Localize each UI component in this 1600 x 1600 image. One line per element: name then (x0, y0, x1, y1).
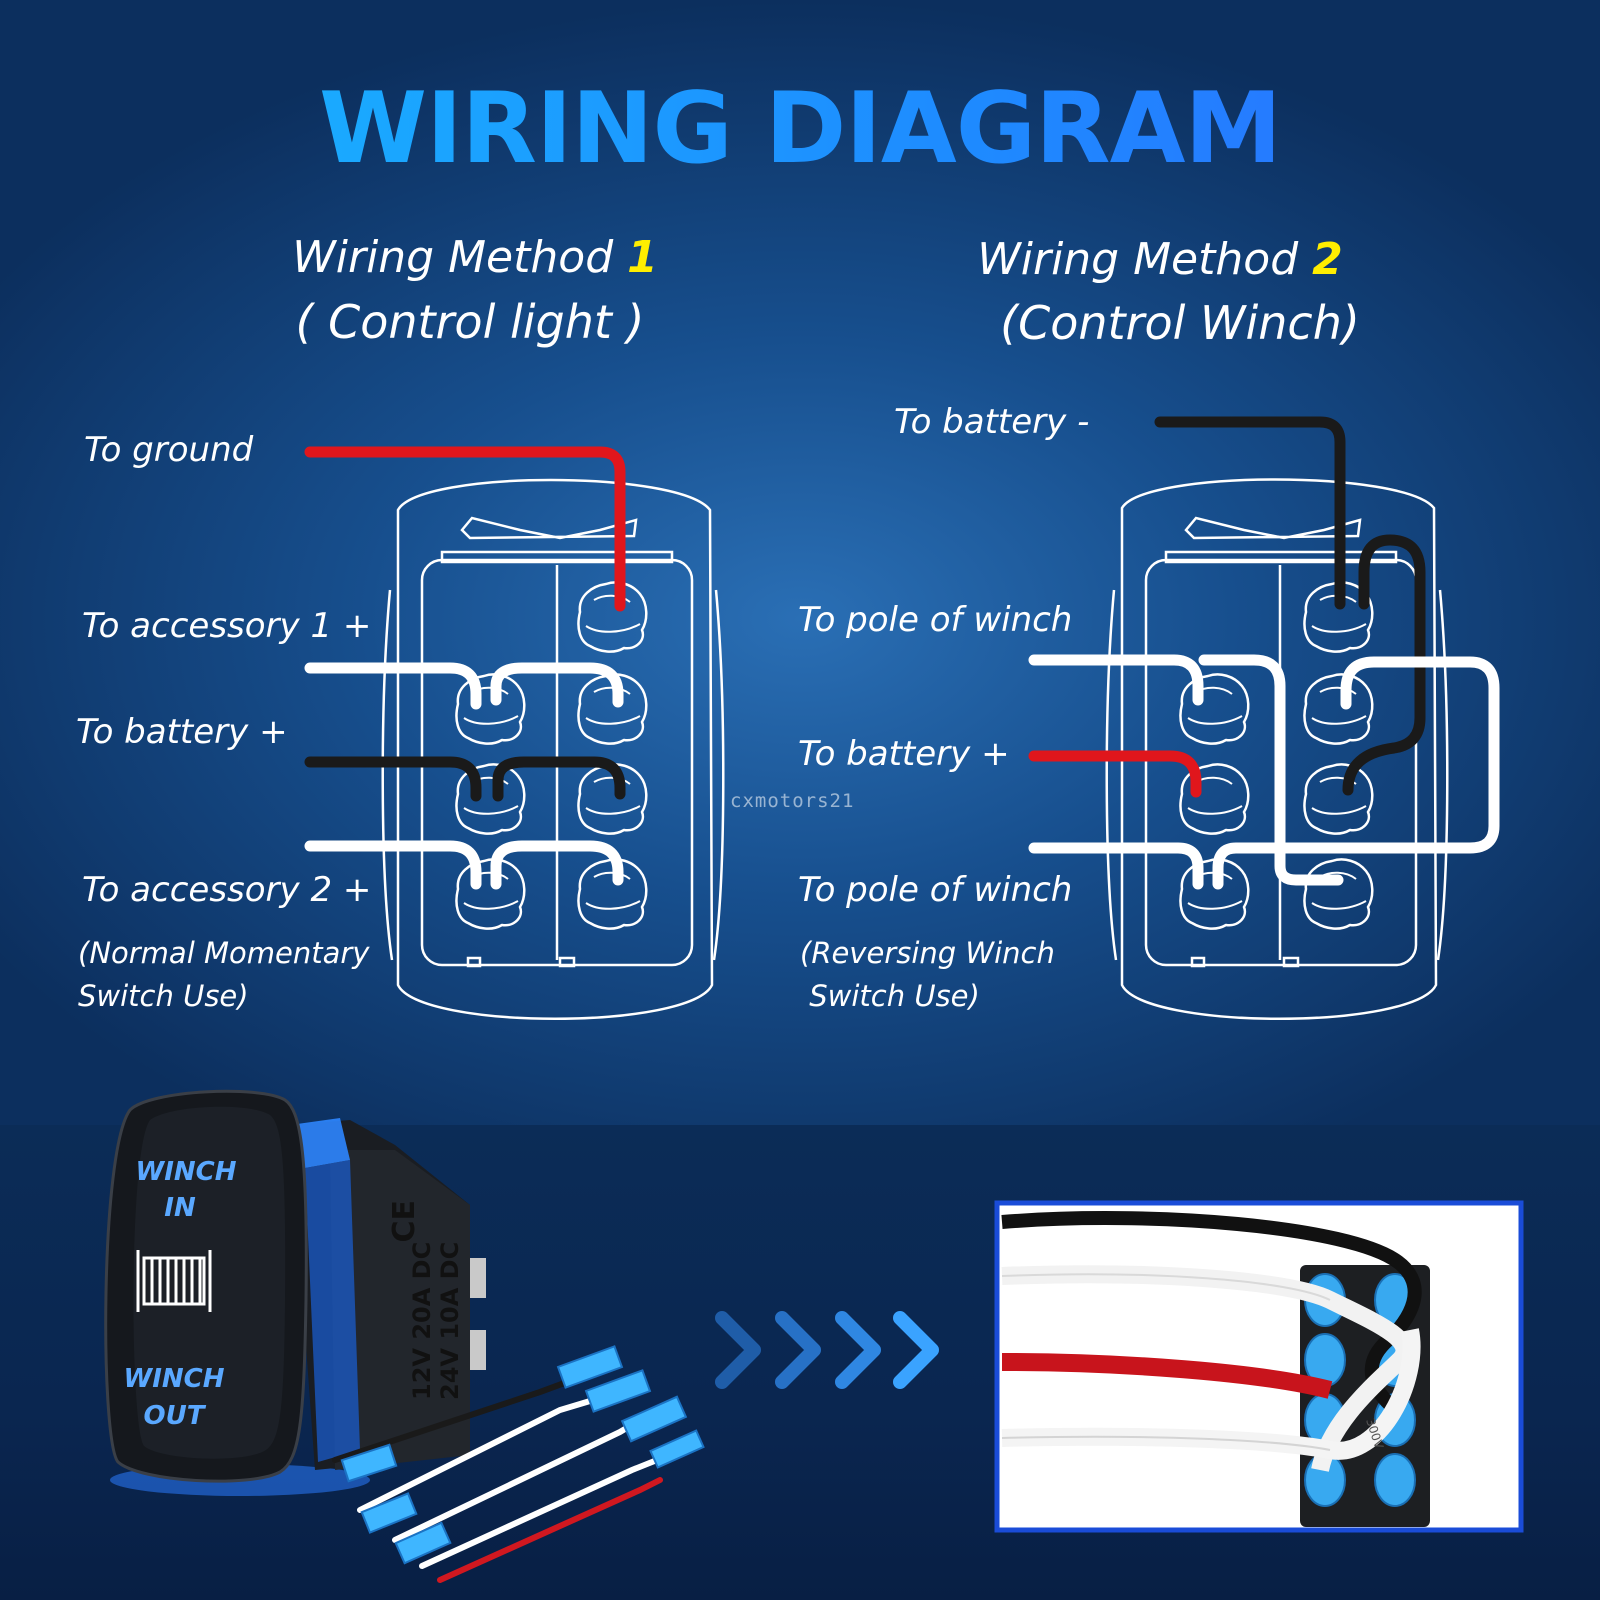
switch1-wire-accessory2 (304, 840, 624, 890)
m2-label-battery-plus: To battery + (798, 734, 1010, 774)
switch2-wire-battery-plus (1028, 750, 1202, 798)
page-title: WIRING DIAGRAM (0, 72, 1600, 186)
m1-note: (Normal Momentary Switch Use) (78, 932, 369, 1018)
label-winch-out-2: OUT (144, 1401, 207, 1431)
watermark: cxmotors21 (730, 790, 855, 812)
switch1-wire-accessory1 (304, 662, 624, 710)
method2-subtitle: (Control Winch) (1000, 296, 1360, 350)
m1-note-line2: Switch Use) (78, 979, 249, 1013)
label-winch-in-2: IN (164, 1193, 196, 1223)
m2-label-winch-pole-1: To pole of winch (798, 600, 1073, 640)
switch2-wire-battery-minus (1154, 416, 1346, 610)
method1-subtitle: ( Control light ) (295, 295, 645, 349)
m2-label-battery-minus: To battery - (894, 402, 1090, 442)
m2-note-line1: (Reversing Winch (800, 936, 1055, 970)
blue-connectors (340, 1345, 705, 1565)
rating-line2: 24V 10A DC (436, 1242, 464, 1400)
rating-line1: 12V 20A DC (408, 1242, 436, 1400)
switch1-wire-battery (304, 756, 626, 802)
m1-label-accessory1: To accessory 1 + (82, 606, 372, 646)
label-winch-in-1: WINCH (136, 1157, 237, 1187)
switch2-wire-white-loop (1212, 656, 1500, 890)
method1-title: Wiring Method 1 (195, 232, 755, 283)
m1-note-line1: (Normal Momentary (78, 936, 370, 970)
switch2-wire-winch-pole2 (1028, 842, 1204, 890)
installed-switch-photo: 300V (994, 1200, 1524, 1533)
m1-label-accessory2: To accessory 2 + (82, 870, 372, 910)
ce-mark: CE (387, 1200, 422, 1243)
m1-label-battery-plus: To battery + (76, 712, 288, 752)
method1-title-text: Wiring Method (292, 232, 628, 283)
m1-label-ground: To ground (84, 430, 254, 470)
switch2-wire-cross-white (1198, 654, 1344, 886)
method2-title-text: Wiring Method (977, 234, 1313, 285)
m2-label-winch-pole-2: To pole of winch (798, 870, 1073, 910)
m2-note: (Reversing Winch Switch Use) (800, 932, 1055, 1018)
switch2-wire-winch-pole1 (1028, 654, 1204, 706)
label-winch-out-1: WINCH (124, 1364, 225, 1394)
method2-number: 2 (1312, 234, 1343, 285)
switch1-outline (381, 478, 725, 1020)
chevron-right-icon (715, 1311, 939, 1389)
method2-title: Wiring Method 2 (880, 234, 1440, 285)
m2-note-line2: Switch Use) (800, 979, 980, 1013)
switch2-wire-black-jumper (1342, 534, 1426, 796)
switch1-wire-ground (304, 446, 626, 612)
winch-drum-icon (136, 1250, 212, 1312)
method1-number: 1 (627, 232, 658, 283)
rocker-switch-product: CE 12V 20A DC 24V 10A DC WINCH IN WINCH … (104, 1089, 486, 1496)
